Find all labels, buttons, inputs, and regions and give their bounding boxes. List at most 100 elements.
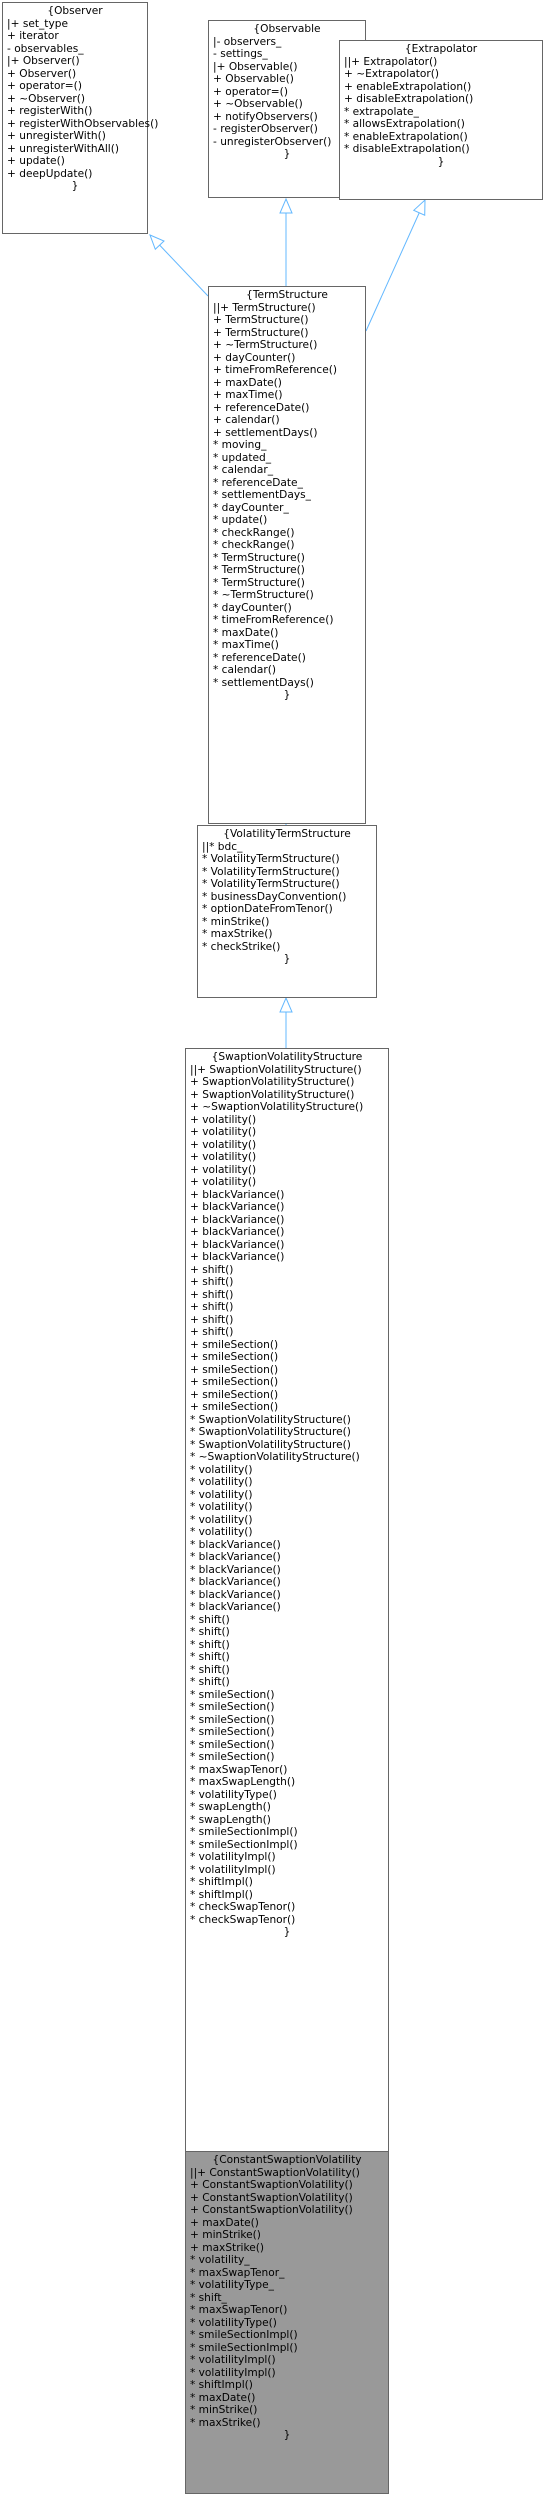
class-member: * shiftImpl() bbox=[190, 1888, 253, 1901]
class-member: * maxDate() bbox=[190, 2391, 256, 2404]
class-member: * checkRange() bbox=[213, 526, 295, 539]
class-member: + volatility() bbox=[190, 1176, 257, 1188]
class-member: + registerWithObservables() bbox=[7, 117, 159, 130]
class-member: * maxDate() bbox=[213, 626, 279, 639]
class-member: + maxTime() bbox=[213, 389, 283, 401]
class-member: |+ set_type bbox=[7, 17, 68, 30]
class-member: + SwaptionVolatilityStructure() bbox=[190, 1076, 355, 1088]
class-node-observer[interactable]: {Observer|+ set_type+ iterator- observab… bbox=[2, 2, 159, 234]
class-member: + disableExtrapolation() bbox=[344, 93, 474, 105]
arrowhead-termstructure-to-observable bbox=[279, 197, 293, 214]
class-member: + ~TermStructure() bbox=[213, 339, 318, 351]
class-member: + Observable() bbox=[213, 73, 294, 85]
class-title: {SwaptionVolatilityStructure bbox=[211, 1051, 363, 1063]
class-close-brace: } bbox=[283, 2429, 291, 2441]
class-member: * swapLength() bbox=[190, 1801, 271, 1813]
class-member: * maxSwapTenor_ bbox=[190, 2266, 285, 2279]
class-member: * shift() bbox=[190, 1676, 230, 1688]
class-member: - registerObserver() bbox=[213, 123, 318, 135]
class-member: * optionDateFromTenor() bbox=[202, 903, 333, 915]
class-member: ||+ Extrapolator() bbox=[344, 55, 438, 68]
class-close-brace: } bbox=[283, 689, 291, 701]
class-member: * VolatilityTermStructure() bbox=[202, 878, 340, 890]
class-title: {Observer bbox=[47, 5, 103, 17]
class-title: {TermStructure bbox=[246, 289, 328, 301]
class-member: * blackVariance() bbox=[190, 1576, 281, 1588]
class-member: + volatility() bbox=[190, 1151, 257, 1163]
class-member: * volatility() bbox=[190, 1476, 253, 1488]
class-member: + notifyObservers() bbox=[213, 110, 318, 123]
class-member: + shift() bbox=[190, 1263, 234, 1276]
class-member: * ~SwaptionVolatilityStructure() bbox=[190, 1451, 360, 1463]
class-member: + blackVariance() bbox=[190, 1226, 285, 1238]
class-member: + settlementDays() bbox=[213, 426, 318, 439]
class-member: * shift() bbox=[190, 1663, 230, 1676]
class-member: * moving_ bbox=[213, 439, 267, 451]
class-member: + Observer() bbox=[7, 67, 77, 80]
class-member: * volatility() bbox=[190, 1463, 253, 1476]
class-member: * enableExtrapolation() bbox=[344, 130, 468, 143]
class-member: * blackVariance() bbox=[190, 1551, 281, 1563]
class-member: + smileSection() bbox=[190, 1363, 279, 1376]
class-member: * blackVariance() bbox=[190, 1601, 281, 1613]
class-member: + update() bbox=[7, 155, 65, 167]
class-member: * SwaptionVolatilityStructure() bbox=[190, 1426, 351, 1438]
class-member: * blackVariance() bbox=[190, 1588, 281, 1601]
class-member: * checkSwapTenor() bbox=[190, 1901, 296, 1913]
class-member: + ConstantSwaptionVolatility() bbox=[190, 2191, 353, 2204]
class-node-termstructure[interactable]: {TermStructure||+ TermStructure()+ TermS… bbox=[208, 286, 366, 824]
class-node-extrapolator[interactable]: {Extrapolator||+ Extrapolator()+ ~Extrap… bbox=[339, 40, 543, 200]
class-member: * volatility() bbox=[190, 1526, 253, 1538]
class-member: * maxSwapTenor() bbox=[190, 2304, 288, 2316]
class-member: * smileSection() bbox=[190, 1738, 275, 1751]
class-member: + volatility() bbox=[190, 1113, 257, 1126]
class-member: * shiftImpl() bbox=[190, 2379, 253, 2391]
class-title: {Extrapolator bbox=[404, 43, 478, 55]
class-member: * smileSection() bbox=[190, 1713, 275, 1726]
class-member: * update() bbox=[213, 514, 268, 526]
class-member: + ~Extrapolator() bbox=[344, 68, 439, 80]
class-member: + iterator bbox=[7, 30, 59, 42]
arrowhead-swaptionvolatilitystructure-to-volatilitytermstructure bbox=[279, 996, 293, 1013]
class-member: |- observers_ bbox=[213, 35, 282, 48]
class-member: * volatility() bbox=[190, 1488, 253, 1501]
class-member: * extrapolate_ bbox=[344, 105, 419, 118]
class-member: * shift() bbox=[190, 1651, 230, 1663]
class-member: * smileSectionImpl() bbox=[190, 1838, 298, 1851]
class-member: * VolatilityTermStructure() bbox=[202, 865, 340, 878]
class-member: + smileSection() bbox=[190, 1376, 279, 1388]
class-member: * smileSectionImpl() bbox=[190, 1826, 298, 1838]
class-member: * shift() bbox=[190, 1613, 230, 1626]
class-member: * TermStructure() bbox=[213, 564, 305, 576]
class-member: + blackVariance() bbox=[190, 1188, 285, 1201]
class-member: + unregisterWithAll() bbox=[7, 142, 119, 155]
class-member: + blackVariance() bbox=[190, 1213, 285, 1226]
class-node-swaptionvolatilitystructure[interactable]: {SwaptionVolatilityStructure||+ Swaption… bbox=[185, 1048, 389, 2234]
class-member: * smileSection() bbox=[190, 1751, 275, 1763]
class-member: - observables_ bbox=[7, 42, 84, 55]
arrowhead-termstructure-to-extrapolator bbox=[412, 198, 426, 216]
class-member: * referenceDate_ bbox=[213, 476, 303, 489]
class-member: * volatilityImpl() bbox=[190, 2366, 276, 2379]
class-member: + maxDate() bbox=[190, 2216, 259, 2229]
class-member: + ~Observable() bbox=[213, 98, 303, 110]
class-member: * minStrike() bbox=[202, 915, 270, 928]
class-close-brace: } bbox=[437, 155, 445, 168]
edge-termstructure-to-observer bbox=[159, 244, 209, 297]
class-member: * smileSectionImpl() bbox=[190, 2341, 298, 2354]
class-member: + volatility() bbox=[190, 1163, 257, 1176]
class-node-volatilitytermstructure[interactable]: {VolatilityTermStructure||* bdc_* Volati… bbox=[197, 825, 377, 998]
class-member: + maxDate() bbox=[213, 376, 282, 389]
class-member: * volatilityImpl() bbox=[190, 1851, 276, 1863]
class-member: + ConstantSwaptionVolatility() bbox=[190, 2204, 353, 2216]
class-member: * blackVariance() bbox=[190, 1538, 281, 1551]
class-member: - settings_ bbox=[213, 48, 268, 60]
class-member: * referenceDate() bbox=[213, 651, 306, 664]
class-member: + smileSection() bbox=[190, 1338, 279, 1351]
class-member: + smileSection() bbox=[190, 1401, 279, 1413]
class-member: + calendar() bbox=[213, 414, 280, 426]
class-member: + smileSection() bbox=[190, 1388, 279, 1401]
class-member: ||+ SwaptionVolatilityStructure() bbox=[190, 1063, 362, 1076]
class-node-constantswaptionvolatility[interactable]: {ConstantSwaptionVolatility||+ ConstantS… bbox=[185, 2151, 389, 2494]
class-member: + ~Observer() bbox=[7, 92, 85, 105]
